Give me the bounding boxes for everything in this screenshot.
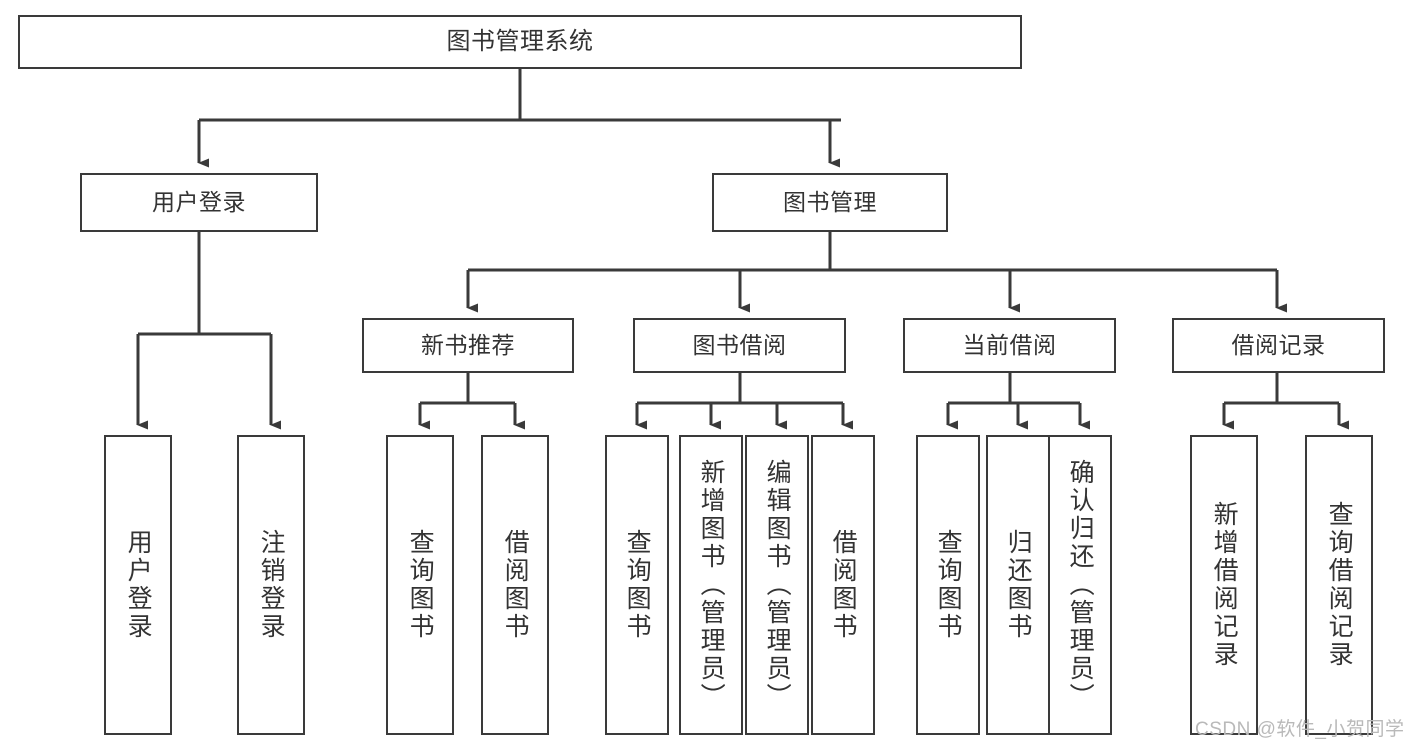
- node-label: 查询借阅记录: [1325, 501, 1354, 669]
- node-label: 用户登录: [152, 188, 246, 215]
- node-book-borrow[interactable]: 图书借阅: [633, 318, 846, 373]
- leaf-borrow-book-recommend[interactable]: 借阅图书: [481, 435, 549, 735]
- node-label: 新增借阅记录: [1210, 501, 1239, 669]
- node-new-book-recommend[interactable]: 新书推荐: [362, 318, 574, 373]
- node-label: 图书借阅: [692, 331, 787, 358]
- node-label: 归还图书: [1004, 529, 1033, 641]
- leaf-add-borrow-record[interactable]: 新增借阅记录: [1190, 435, 1258, 735]
- node-label: 图书管理系统: [446, 27, 594, 55]
- node-book-management-system[interactable]: 图书管理系统: [18, 15, 1022, 69]
- node-label: 借阅记录: [1231, 331, 1326, 358]
- node-label: 查询图书: [623, 529, 652, 641]
- leaf-confirm-return[interactable]: 确认归还（管理员）: [1048, 435, 1112, 735]
- node-user-login[interactable]: 用户登录: [80, 173, 318, 232]
- node-book-management[interactable]: 图书管理: [712, 173, 948, 232]
- leaf-borrow-book[interactable]: 借阅图书: [811, 435, 875, 735]
- node-current-borrow[interactable]: 当前借阅: [903, 318, 1116, 373]
- leaf-query-book-current[interactable]: 查询图书: [916, 435, 980, 735]
- leaf-logout[interactable]: 注销登录: [237, 435, 305, 735]
- leaf-query-book-recommend[interactable]: 查询图书: [386, 435, 454, 735]
- node-label: 当前借阅: [962, 331, 1057, 358]
- node-label: 新书推荐: [421, 331, 515, 358]
- leaf-query-borrow-record[interactable]: 查询借阅记录: [1305, 435, 1373, 735]
- node-label: 用户登录: [124, 529, 153, 641]
- node-label: 借阅图书: [501, 529, 530, 641]
- node-label: 编辑图书（管理员）: [763, 459, 792, 711]
- leaf-edit-book[interactable]: 编辑图书（管理员）: [745, 435, 809, 735]
- node-borrow-records[interactable]: 借阅记录: [1172, 318, 1385, 373]
- node-label: 查询图书: [934, 529, 963, 641]
- leaf-query-book-borrow[interactable]: 查询图书: [605, 435, 669, 735]
- leaf-return-book[interactable]: 归还图书: [986, 435, 1050, 735]
- node-label: 新增图书（管理员）: [697, 459, 726, 711]
- node-label: 确认归还（管理员）: [1066, 459, 1095, 711]
- node-label: 查询图书: [406, 529, 435, 641]
- node-label: 注销登录: [257, 529, 286, 641]
- leaf-add-book[interactable]: 新增图书（管理员）: [679, 435, 743, 735]
- leaf-user-login[interactable]: 用户登录: [104, 435, 172, 735]
- node-label: 图书管理: [783, 188, 877, 215]
- node-label: 借阅图书: [829, 529, 858, 641]
- csdn-watermark: CSDN @软件_小贺同学: [1195, 719, 1405, 740]
